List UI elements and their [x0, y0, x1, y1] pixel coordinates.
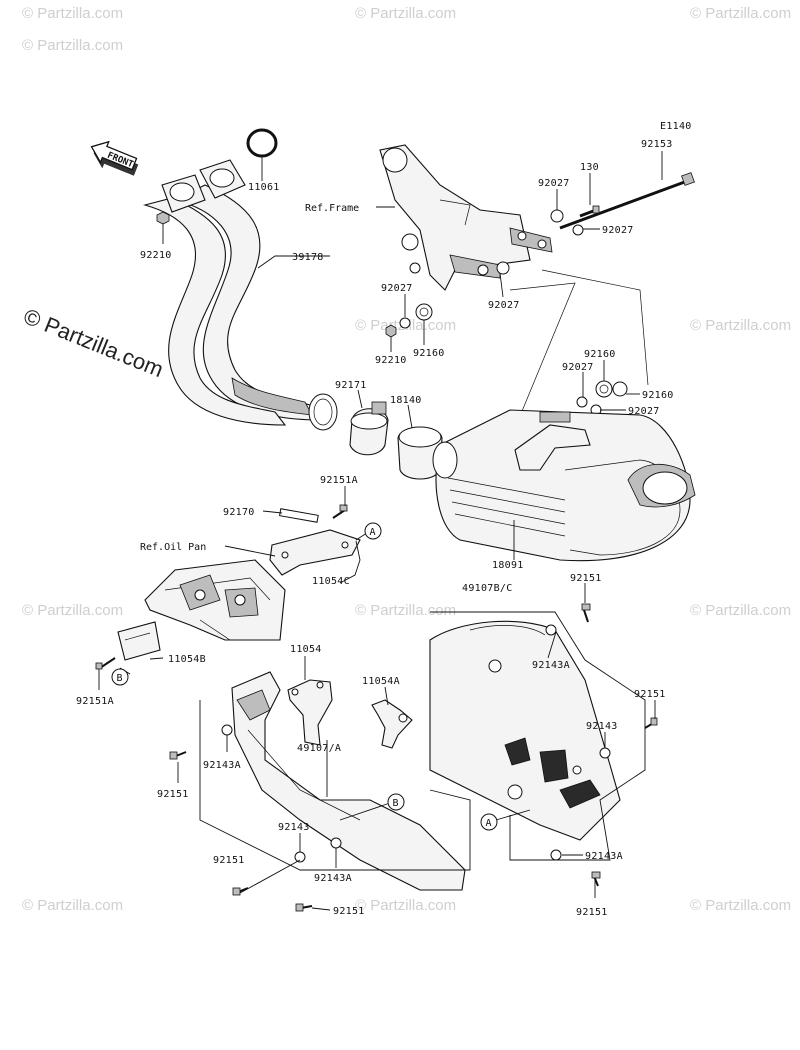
part-number: 92151: [157, 789, 189, 800]
part-number: 92151: [570, 573, 602, 584]
part-number: 92171: [335, 380, 367, 391]
part-number: 92151: [213, 855, 245, 866]
watermark: © Partzilla.com: [22, 897, 123, 914]
watermark: © Partzilla.com: [690, 897, 791, 914]
part-number: 92170: [223, 507, 255, 518]
bracket-11054a: [371, 699, 413, 749]
part-number: 92143A: [314, 873, 352, 884]
diagram-code: E1140: [660, 121, 692, 132]
muffler: [432, 409, 696, 562]
bolt: [579, 205, 600, 218]
watermark: © Partzilla.com: [22, 602, 123, 619]
part-number: 92160: [584, 349, 616, 360]
part-number: 11054B: [168, 654, 206, 665]
bracket-11054: [287, 679, 333, 746]
part-number: 92143: [586, 721, 618, 732]
oil-pan-reference: [144, 559, 286, 641]
part-number: 92160: [413, 348, 445, 359]
part-number: 92153: [641, 139, 673, 150]
part-number: 11054A: [362, 676, 400, 687]
pipe-clamp: [349, 401, 389, 456]
watermark: © Partzilla.com: [22, 37, 123, 54]
part-number: 92027: [381, 283, 413, 294]
bolt-92151a: [332, 504, 348, 519]
part-number: 92143A: [532, 660, 570, 671]
watermark: © Partzilla.com: [690, 317, 791, 334]
front-arrow: FRONT: [90, 140, 139, 176]
cover-fasteners-right: [545, 603, 658, 887]
part-number: 39178: [292, 252, 324, 263]
long-bolt: [559, 172, 695, 230]
callout-b: B: [387, 793, 405, 811]
right-heat-cover: [429, 620, 621, 841]
watermark-large: © Partzilla.com: [20, 303, 167, 382]
part-number: 92160: [642, 390, 674, 401]
watermark: © Partzilla.com: [355, 897, 456, 914]
left-heat-cover: [231, 671, 466, 891]
part-number: 49107/A: [297, 743, 341, 754]
nut: [156, 211, 170, 225]
part-number: 92151A: [320, 475, 358, 486]
part-number: 92027: [628, 406, 660, 417]
callout-letter: B: [393, 798, 399, 809]
exhaust-header-pipe: [142, 128, 338, 431]
part-number: 49107B/C: [462, 583, 513, 594]
part-number: 11054: [290, 644, 322, 655]
part-number: 92027: [538, 178, 570, 189]
gasket-ring: [246, 128, 278, 158]
plate-92170: [279, 508, 319, 523]
watermark: © Partzilla.com: [690, 602, 791, 619]
bolt-92151a: [95, 657, 116, 670]
watermark: © Partzilla.com: [355, 5, 456, 22]
callout-a: A: [480, 813, 498, 831]
part-number: 92151A: [76, 696, 114, 707]
callout-b: B: [111, 668, 129, 686]
ref-oil-pan-label: Ref.Oil Pan: [140, 542, 206, 553]
part-number: 92143: [278, 822, 310, 833]
bracket-11054c: [269, 529, 361, 576]
part-number: 11061: [248, 182, 280, 193]
part-number: 92151: [576, 907, 608, 918]
exhaust-gasket: [397, 426, 443, 480]
watermark: © Partzilla.com: [22, 5, 123, 22]
header-flange: [161, 159, 246, 213]
callout-letter: A: [370, 527, 376, 538]
part-labels: 11061 92210 39178 92153 130 92027 92027 …: [76, 139, 674, 918]
callout-letter: B: [117, 673, 123, 684]
part-number: 92210: [140, 250, 172, 261]
part-number: 18140: [390, 395, 422, 406]
leader-lines: [98, 151, 663, 911]
part-number: 92151: [634, 689, 666, 700]
callout-a: A: [364, 522, 382, 540]
part-number: 92143A: [203, 760, 241, 771]
part-number: 92027: [562, 362, 594, 373]
ref-frame-label: Ref.Frame: [305, 203, 359, 214]
part-number: 11054C: [312, 576, 350, 587]
frame-reference: [379, 144, 553, 291]
mount-lines: [507, 269, 649, 446]
watermark: © Partzilla.com: [355, 602, 456, 619]
bracket-11054b: [117, 621, 161, 661]
part-number: 92151: [333, 906, 365, 917]
part-number: 92027: [602, 225, 634, 236]
part-number: 92143A: [585, 851, 623, 862]
callout-letter: A: [486, 818, 492, 829]
watermark: © Partzilla.com: [690, 5, 791, 22]
part-number: 92210: [375, 355, 407, 366]
part-number: 92027: [488, 300, 520, 311]
part-number: 18091: [492, 560, 524, 571]
part-number: 130: [580, 162, 599, 173]
